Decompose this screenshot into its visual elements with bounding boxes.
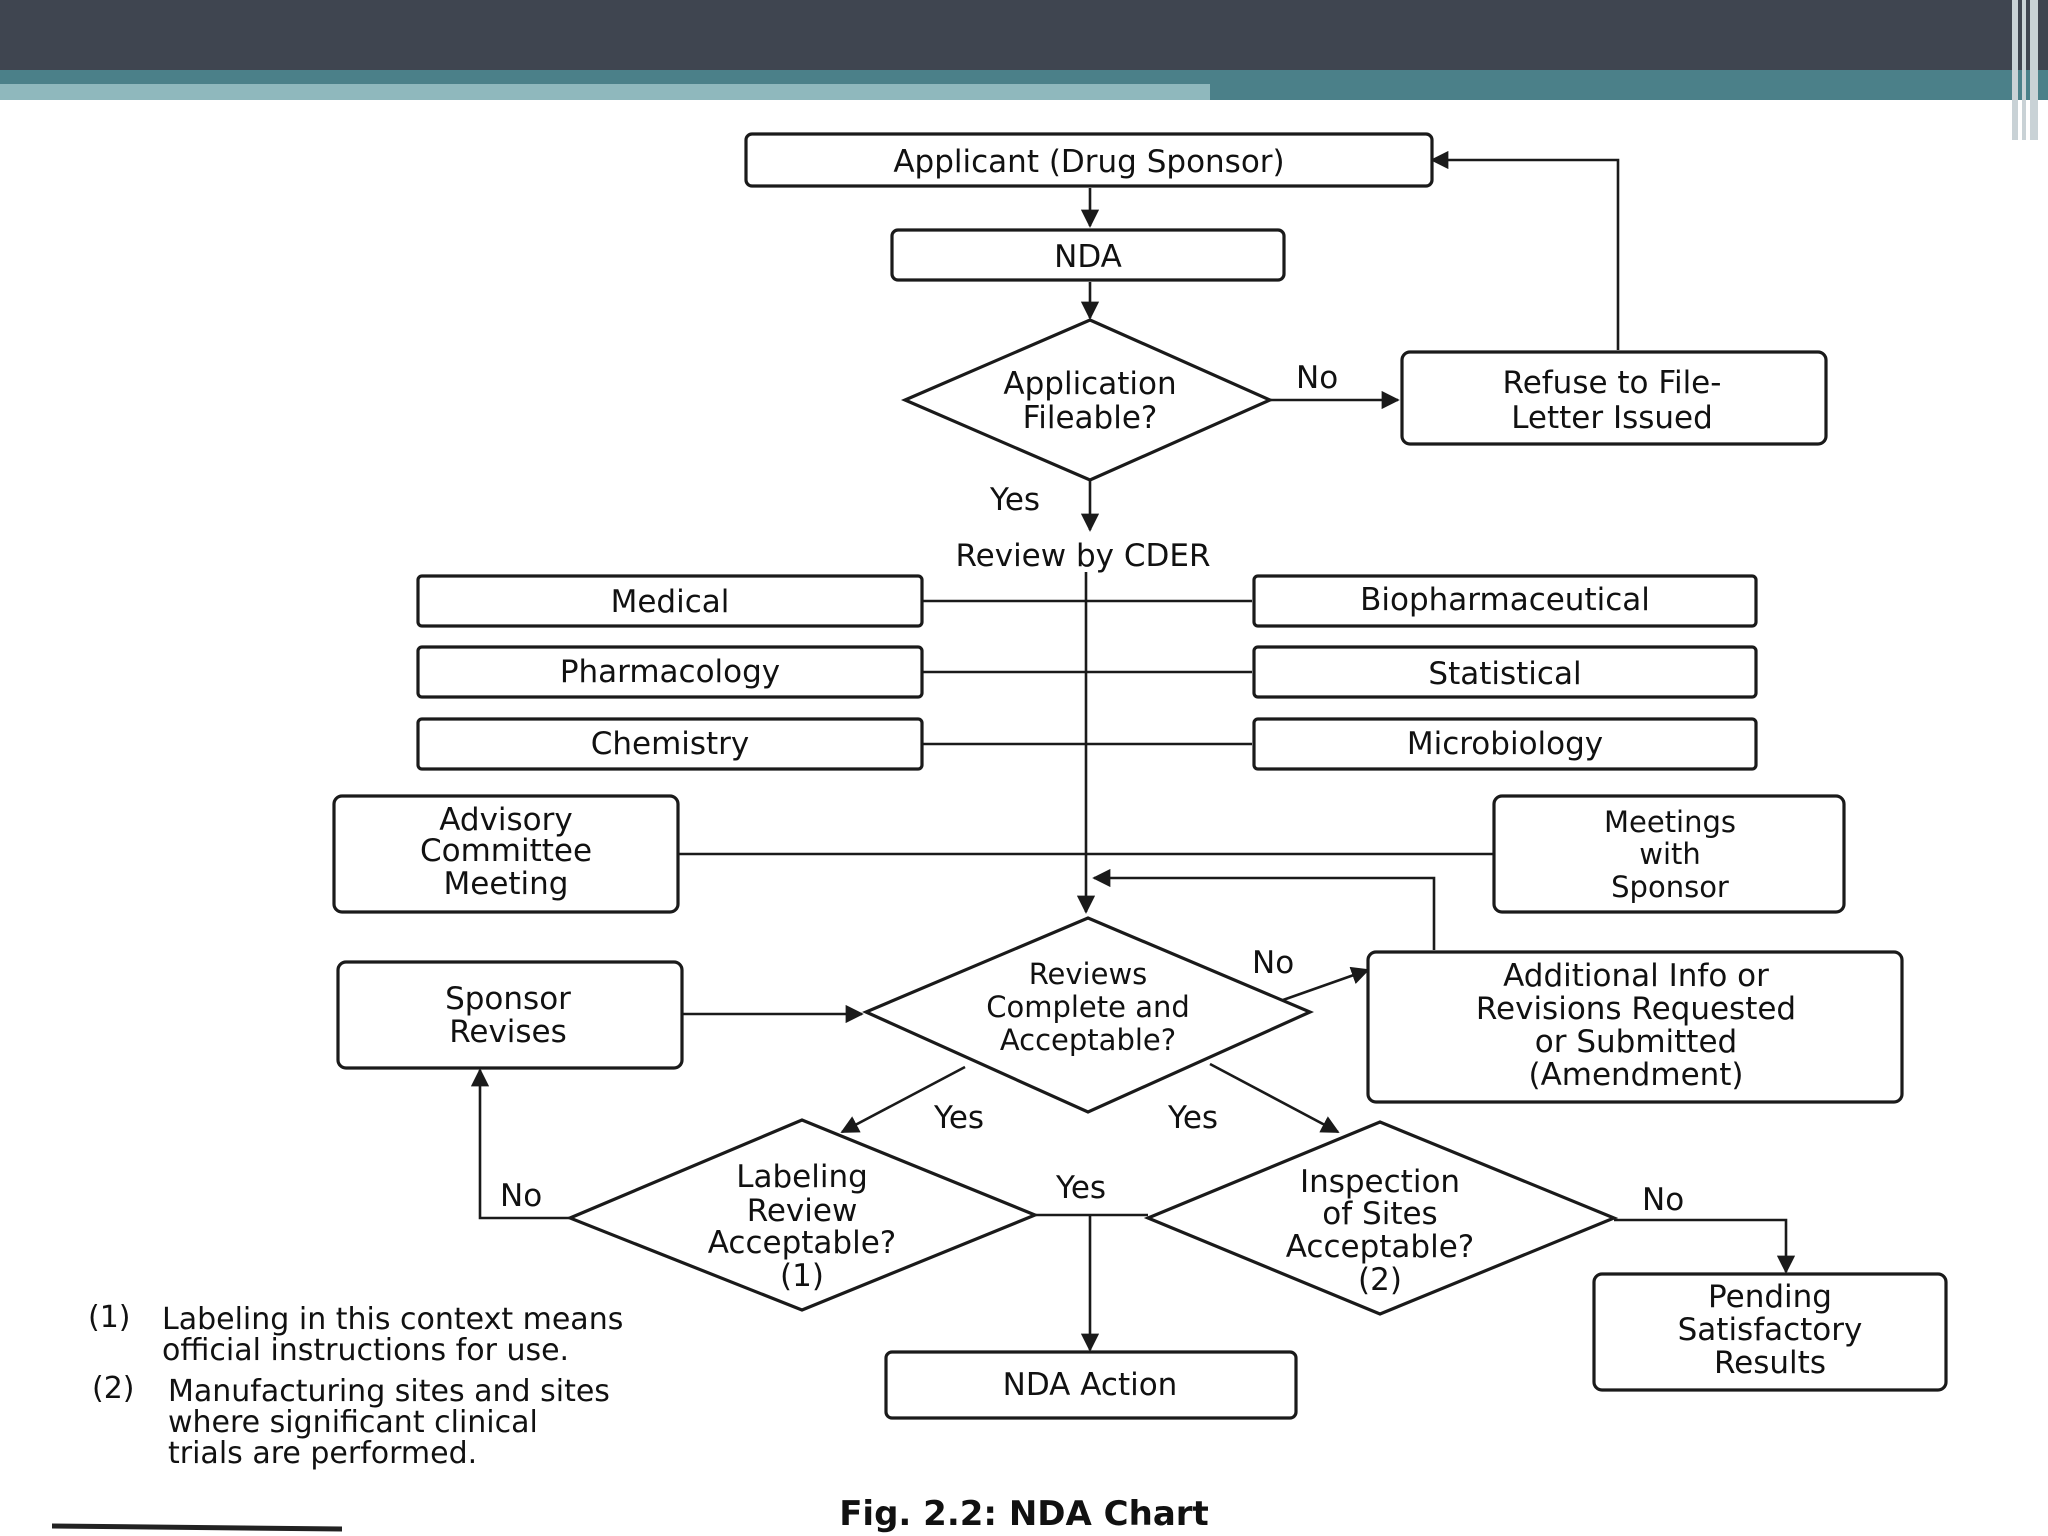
slide-edge-decoration	[2008, 0, 2048, 140]
applicant-box: Applicant (Drug Sponsor)	[744, 132, 1434, 188]
medical-label: Medical	[611, 584, 730, 620]
reviews-line-2: Complete and	[986, 990, 1190, 1024]
statistical-box: Statistical	[1252, 645, 1758, 699]
meetings-line-1: Meetings	[1604, 805, 1736, 839]
slide-accent-band-light	[0, 84, 1210, 100]
pharmacology-label: Pharmacology	[560, 654, 780, 690]
labeling-line-4: (1)	[780, 1258, 824, 1294]
label-fileable-no: No	[1296, 360, 1338, 396]
pending-line-2: Satisfactory	[1678, 1312, 1863, 1348]
refuse-line-2: Letter Issued	[1511, 400, 1713, 436]
slide-title-bar	[0, 0, 2048, 70]
pending-results-box: Pending Satisfactory Results	[1592, 1272, 1948, 1392]
statistical-label: Statistical	[1428, 656, 1581, 692]
nda-box: NDA	[890, 228, 1286, 282]
label-reviews-no: No	[1252, 945, 1294, 981]
advisory-line-1: Advisory	[439, 802, 573, 838]
microbiology-label: Microbiology	[1407, 726, 1603, 762]
meetings-with-sponsor-box: Meetings with Sponsor	[1492, 794, 1846, 914]
edge-labels: No Yes No Yes Yes No Yes No	[500, 360, 1684, 1218]
footnote-2-mark: (2)	[92, 1371, 135, 1406]
additional-line-3: or Submitted	[1535, 1024, 1737, 1060]
inspection-line-3: Acceptable?	[1286, 1229, 1474, 1265]
advisory-line-2: Committee	[420, 833, 592, 869]
additional-line-1: Additional Info or	[1503, 958, 1769, 994]
figure-caption: Fig. 2.2: NDA Chart	[839, 1494, 1209, 1534]
biopharmaceutical-label: Biopharmaceutical	[1360, 582, 1650, 618]
microbiology-box: Microbiology	[1252, 717, 1758, 771]
advisory-committee-box: Advisory Committee Meeting	[332, 794, 680, 914]
footnote-2-text: Manufacturing sites and sites where sign…	[168, 1374, 610, 1471]
edge-refuse-to-applicant	[1430, 150, 1620, 350]
inspection-sites-diamond: Inspection of Sites Acceptable? (2)	[1143, 1120, 1619, 1316]
medical-box: Medical	[416, 574, 924, 628]
edge-reviews-no	[1282, 966, 1370, 1002]
pharmacology-box: Pharmacology	[416, 645, 924, 699]
biopharmaceutical-box: Biopharmaceutical	[1252, 574, 1758, 628]
review-by-cder-label: Review by CDER	[956, 538, 1211, 574]
applicant-label: Applicant (Drug Sponsor)	[893, 144, 1284, 180]
reviews-line-3: Acceptable?	[1000, 1023, 1176, 1057]
nda-action-label: NDA Action	[1003, 1367, 1178, 1403]
footnote-1-mark: (1)	[88, 1300, 131, 1335]
labeling-line-1: Labeling	[736, 1159, 868, 1195]
sponsor-revises-line-1: Sponsor	[445, 981, 571, 1017]
reviews-line-1: Reviews	[1029, 957, 1148, 991]
edge-labeling-no	[470, 1068, 570, 1220]
edge-reviews-yes-left	[840, 1065, 966, 1134]
meetings-line-3: Sponsor	[1611, 870, 1729, 904]
fileable-line-2: Fileable?	[1023, 400, 1158, 436]
meetings-line-2: with	[1639, 837, 1701, 871]
pending-line-1: Pending	[1708, 1279, 1832, 1315]
inspection-line-1: Inspection	[1300, 1164, 1460, 1200]
edge-inspection-no	[1614, 1218, 1796, 1274]
nda-label: NDA	[1054, 239, 1122, 275]
label-reviews-yes-left: Yes	[933, 1100, 984, 1136]
edge-reviews-yes-right	[1209, 1062, 1340, 1134]
additional-line-2: Revisions Requested	[1476, 991, 1796, 1027]
label-center-yes: Yes	[1055, 1170, 1106, 1206]
labeling-line-2: Review	[747, 1193, 858, 1229]
inspection-line-2: of Sites	[1322, 1196, 1437, 1232]
label-inspection-no: No	[1642, 1182, 1684, 1218]
application-fileable-diamond: Application Fileable?	[900, 318, 1274, 482]
label-reviews-yes-right: Yes	[1167, 1100, 1218, 1136]
advisory-line-3: Meeting	[444, 866, 569, 902]
refuse-to-file-box: Refuse to File- Letter Issued	[1400, 350, 1828, 446]
flowchart-edges	[470, 150, 1796, 1352]
label-labeling-no: No	[500, 1178, 542, 1214]
chemistry-box: Chemistry	[416, 717, 924, 771]
labeling-line-3: Acceptable?	[708, 1225, 896, 1261]
sponsor-revises-box: Sponsor Revises	[336, 960, 684, 1070]
label-fileable-yes: Yes	[989, 482, 1040, 518]
inspection-line-4: (2)	[1358, 1262, 1402, 1298]
edge-additional-back	[1092, 868, 1436, 950]
fileable-line-1: Application	[1003, 366, 1176, 402]
nda-action-box: NDA Action	[884, 1350, 1298, 1420]
labeling-review-diamond: Labeling Review Acceptable? (1)	[565, 1118, 1040, 1312]
additional-info-box: Additional Info or Revisions Requested o…	[1366, 950, 1904, 1104]
footnote-1-text: Labeling in this context means official …	[162, 1302, 624, 1368]
pending-line-3: Results	[1714, 1345, 1826, 1381]
chemistry-label: Chemistry	[591, 726, 750, 762]
reviews-complete-diamond: Reviews Complete and Acceptable?	[862, 916, 1314, 1114]
refuse-line-1: Refuse to File-	[1503, 365, 1722, 401]
sponsor-revises-line-2: Revises	[449, 1014, 567, 1050]
additional-line-4: (Amendment)	[1528, 1057, 1743, 1093]
